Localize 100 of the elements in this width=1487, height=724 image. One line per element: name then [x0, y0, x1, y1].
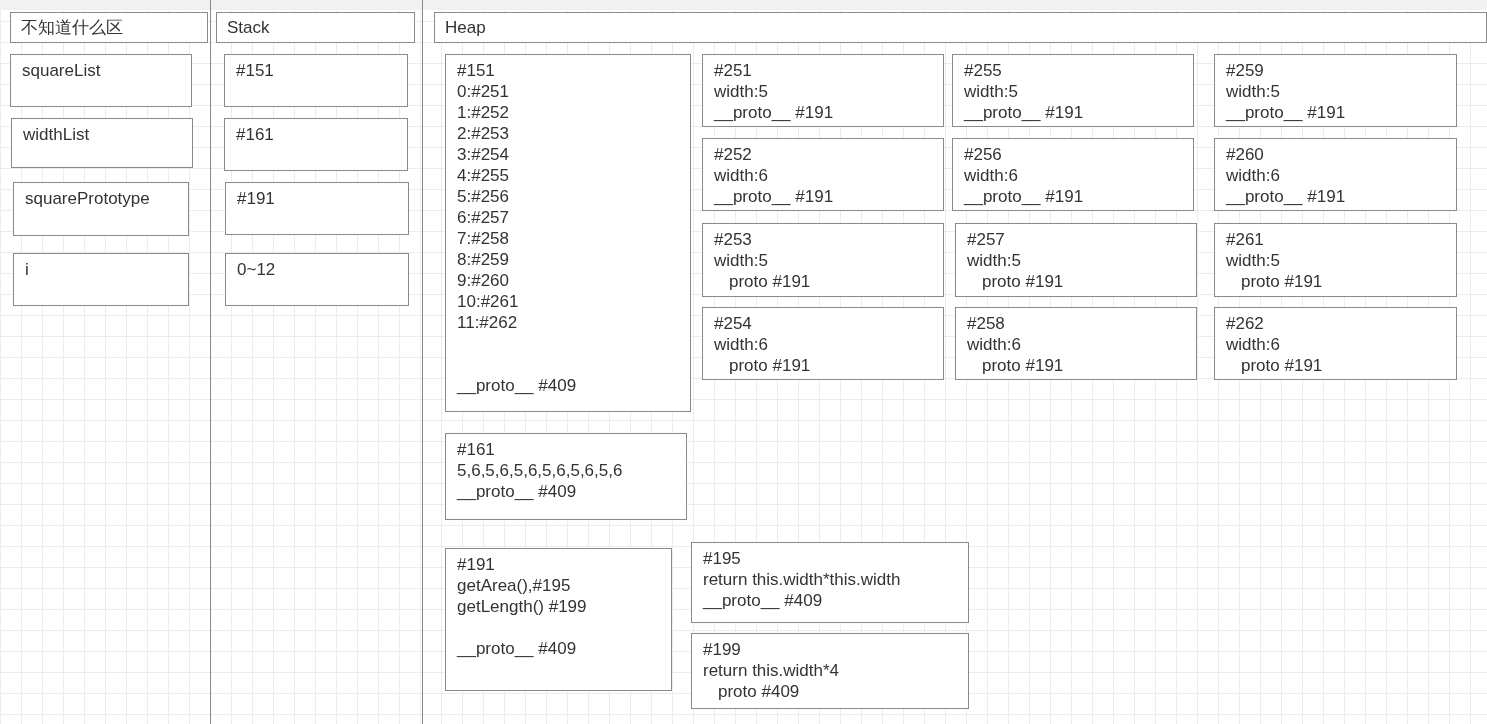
section-header — [10, 12, 208, 43]
text-line: width:5 — [1226, 250, 1280, 271]
text-line: 2:#253 — [457, 123, 509, 144]
text-line: #260 — [1226, 144, 1264, 165]
memory-box — [702, 307, 944, 380]
text-line: 10:#261 — [457, 291, 519, 312]
text-line: 3:#254 — [457, 144, 509, 165]
text-line: width:6 — [714, 165, 768, 186]
text-line: #191 — [237, 188, 275, 209]
text-line: #261 — [1226, 229, 1264, 250]
text-line: 9:#260 — [457, 270, 509, 291]
memory-box — [445, 548, 672, 691]
memory-box — [11, 118, 193, 168]
text-line: #195 — [703, 548, 741, 569]
memory-box — [13, 253, 189, 306]
section-header — [216, 12, 415, 43]
memory-box — [952, 138, 1194, 211]
text-line: __proto__ #409 — [457, 638, 577, 659]
text-line: #259 — [1226, 60, 1264, 81]
text-line: proto #191 — [981, 271, 1064, 292]
text-line: getLength() #199 — [457, 596, 587, 617]
text-line: #161 — [457, 439, 495, 460]
memory-box — [445, 54, 691, 412]
text-line: #262 — [1226, 313, 1264, 334]
text-line: #191 — [457, 554, 495, 575]
text-line: 0~12 — [237, 259, 276, 280]
text-line: #151 — [236, 60, 274, 81]
memory-box — [952, 54, 1194, 127]
text-line: #255 — [964, 60, 1002, 81]
text-line: squarePrototype — [25, 188, 150, 209]
text-line: #199 — [703, 639, 741, 660]
text-line: width:5 — [964, 81, 1018, 102]
text-line: 0:#251 — [457, 81, 509, 102]
section-header — [434, 12, 1487, 43]
text-line: #253 — [714, 229, 752, 250]
header-text: Stack — [227, 17, 270, 38]
memory-box — [1214, 307, 1457, 380]
memory-box — [10, 54, 192, 107]
text-line: width:6 — [1226, 165, 1280, 186]
text-line: width:6 — [964, 165, 1018, 186]
text-line: __proto__ #409 — [457, 375, 577, 396]
text-line: width:5 — [1226, 81, 1280, 102]
text-line: #254 — [714, 313, 752, 334]
text-line: #251 — [714, 60, 752, 81]
memory-box — [1214, 54, 1457, 127]
text-line: __proto__ #191 — [714, 186, 834, 207]
text-line: 4:#255 — [457, 165, 509, 186]
text-line: 7:#258 — [457, 228, 509, 249]
text-line: __proto__ #191 — [1226, 102, 1346, 123]
text-line: 11:#262 — [457, 312, 518, 333]
memory-box — [691, 633, 969, 709]
memory-box — [224, 118, 408, 171]
text-line: width:6 — [1226, 334, 1280, 355]
memory-box — [225, 253, 409, 306]
text-line: #258 — [967, 313, 1005, 334]
text-line: proto #191 — [981, 355, 1064, 376]
text-line: getArea(),#195 — [457, 575, 571, 596]
memory-box — [1214, 223, 1457, 297]
memory-box — [702, 223, 944, 297]
text-line: width:5 — [967, 250, 1021, 271]
text-line: __proto__ #191 — [964, 102, 1084, 123]
text-line: 5,6,5,6,5,6,5,6,5,6,5,6 — [457, 460, 623, 481]
memory-box — [702, 54, 944, 127]
text-line: width:6 — [714, 334, 768, 355]
text-line: 8:#259 — [457, 249, 509, 270]
text-line: #256 — [964, 144, 1002, 165]
text-line: __proto__ #409 — [703, 590, 823, 611]
text-line: proto #191 — [728, 271, 811, 292]
text-line: return this.width*4 — [703, 660, 840, 681]
text-line: proto #191 — [728, 355, 811, 376]
text-line: 6:#257 — [457, 207, 509, 228]
text-line: i — [25, 259, 29, 280]
memory-box — [955, 223, 1197, 297]
text-line: #252 — [714, 144, 752, 165]
text-line: proto #191 — [1240, 355, 1323, 376]
text-line: __proto__ #191 — [1226, 186, 1346, 207]
text-line: #161 — [236, 124, 274, 145]
text-line: 1:#252 — [457, 102, 509, 123]
text-line: #257 — [967, 229, 1005, 250]
text-line: #151 — [457, 60, 495, 81]
text-line: __proto__ #191 — [964, 186, 1084, 207]
memory-box — [691, 542, 969, 623]
memory-box — [445, 433, 687, 520]
memory-box — [1214, 138, 1457, 211]
memory-box — [13, 182, 189, 236]
text-line: width:6 — [967, 334, 1021, 355]
memory-box — [225, 182, 409, 235]
text-line: __proto__ #191 — [714, 102, 834, 123]
text-line: proto #409 — [717, 681, 800, 702]
header-text: 不知道什么区 — [21, 17, 123, 38]
text-line: widthList — [23, 124, 90, 145]
text-line: width:5 — [714, 250, 768, 271]
header-text: Heap — [445, 17, 486, 38]
memory-box — [702, 138, 944, 211]
memory-box — [955, 307, 1197, 380]
text-line: width:5 — [714, 81, 768, 102]
text-line: 5:#256 — [457, 186, 509, 207]
text-line: __proto__ #409 — [457, 481, 577, 502]
text-line: return this.width*this.width — [703, 569, 901, 590]
text-line: proto #191 — [1240, 271, 1323, 292]
